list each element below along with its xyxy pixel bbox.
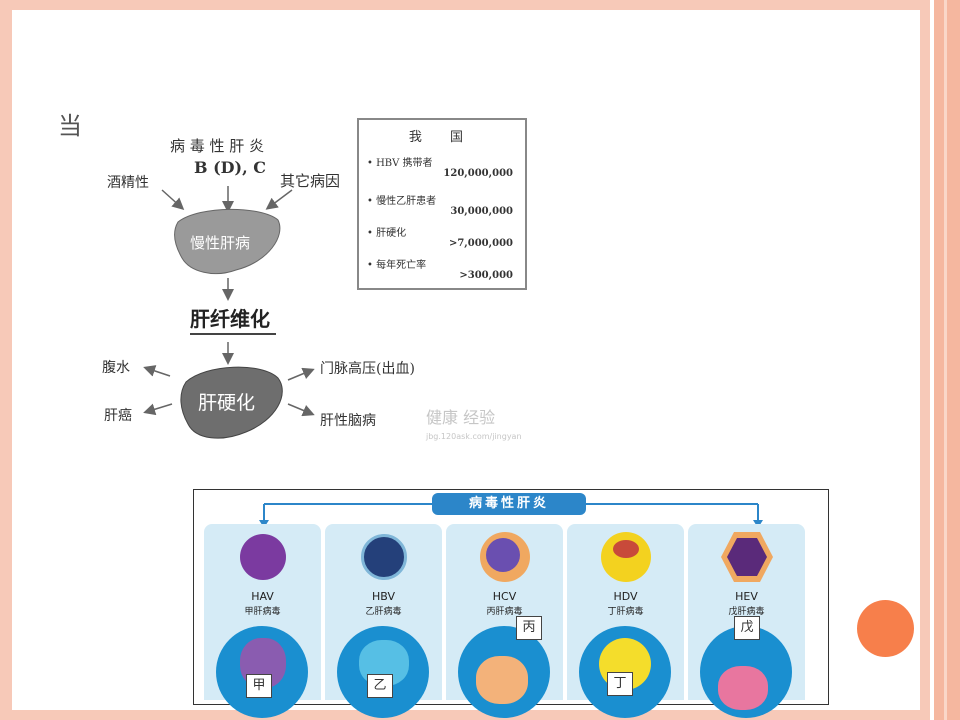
slide-border-top	[0, 0, 960, 10]
fibrosis-label: 肝纤维化	[190, 307, 270, 331]
virus-cn-name: 丙肝病毒	[486, 607, 523, 617]
hepatitis-virus-panel: 病毒性肝炎 HAV 甲肝病毒 甲 HBV 乙肝病毒 乙 HCV 丙肝病毒 丙 H…	[193, 489, 829, 718]
portal-hypertension-label: 门脉高压(出血)	[320, 361, 415, 377]
viral-hepatitis-label: 病 毒 性 肝 炎	[170, 137, 265, 155]
stat-value: >7,000,000	[448, 238, 513, 249]
stat-label: • HBV 携带者	[367, 158, 433, 169]
hev-cartoon-icon	[718, 666, 768, 710]
liver-cancer-label: 肝癌	[104, 408, 132, 424]
virus-card-hav: HAV 甲肝病毒 甲	[204, 524, 321, 718]
virus-cartoon-circle	[216, 626, 308, 718]
arrow-other-to-liver	[265, 189, 293, 210]
virus-sign: 戊	[734, 616, 760, 640]
virus-sign: 丙	[516, 616, 542, 640]
alcoholic-label: 酒精性	[107, 175, 149, 191]
virus-sign: 乙	[367, 674, 393, 698]
virus-name: HEV	[735, 590, 758, 603]
stat-value: 120,000,000	[443, 168, 513, 179]
slide-border-left	[0, 0, 12, 720]
arrow-alcohol-to-liver	[161, 189, 185, 211]
china-stats-box: 我 国 • HBV 携带者 120,000,000 • 慢性乙肝患者 30,00…	[357, 118, 527, 290]
stat-value: >300,000	[459, 270, 513, 281]
virus-card-hbv: HBV 乙肝病毒 乙	[325, 524, 442, 718]
arrow-to-portal	[287, 367, 315, 381]
virus-card-hcv: HCV 丙肝病毒 丙	[446, 524, 563, 718]
chronic-liver-label: 慢性肝病	[190, 234, 251, 252]
virus-cartoon-circle	[700, 626, 792, 718]
arrow-to-ascites	[143, 365, 171, 377]
panel-title: 病毒性肝炎	[432, 493, 586, 515]
hbv-virus-icon	[361, 534, 407, 580]
watermark-logo: 健康 经验	[426, 408, 496, 427]
ascites-label: 腹水	[102, 360, 130, 376]
virus-card-hev: HEV 戊肝病毒 戊	[688, 524, 805, 718]
orange-decoration-dot	[857, 600, 914, 657]
other-causes-label: 其它病因	[280, 172, 341, 190]
liver-chronic-shape	[174, 208, 281, 275]
hdv-core-icon	[613, 540, 639, 558]
slide-border-bottom	[0, 710, 960, 720]
virus-card-hdv: HDV 丁肝病毒 丁	[567, 524, 684, 718]
viral-types-label: B (D), C	[194, 158, 266, 177]
hcv-core-icon	[486, 538, 520, 572]
stat-label: • 每年死亡率	[367, 260, 427, 271]
stat-label: • 慢性乙肝患者	[367, 196, 437, 207]
virus-cartoon-circle	[458, 626, 550, 718]
virus-cn-name: 戊肝病毒	[728, 607, 765, 617]
cirrhosis-label: 肝硬化	[198, 392, 256, 414]
arrow-to-cancer	[143, 403, 173, 416]
watermark-url: jbg.120ask.com/jingyan	[426, 432, 522, 441]
liver-cirrhosis-shape	[180, 366, 283, 439]
virus-cn-name: 丁肝病毒	[607, 607, 644, 617]
virus-sign: 甲	[246, 674, 272, 698]
stats-title: 我 国	[408, 130, 476, 145]
arrow-to-encephalopathy	[287, 403, 315, 417]
encephalopathy-label: 肝性脑病	[320, 413, 376, 429]
right-stripe-2	[934, 0, 960, 720]
hev-virus-icon	[721, 532, 773, 582]
virus-cn-name: 乙肝病毒	[365, 607, 402, 617]
virus-name: HBV	[371, 590, 395, 603]
right-stripe-line	[944, 0, 947, 720]
right-stripe-gap	[930, 0, 934, 720]
virus-name: HAV	[251, 590, 274, 603]
stat-value: 30,000,000	[450, 206, 513, 217]
bullet-text-fragment: 当	[58, 112, 82, 140]
right-stripe-1	[920, 0, 930, 720]
hav-virus-icon	[240, 534, 286, 580]
virus-cn-name: 甲肝病毒	[244, 607, 281, 617]
stat-label: • 肝硬化	[367, 228, 407, 239]
virus-name: HCV	[492, 590, 517, 603]
virus-name: HDV	[613, 590, 638, 603]
hcv-cartoon-icon	[476, 656, 528, 704]
virus-cartoon-circle	[337, 626, 429, 718]
virus-sign: 丁	[607, 672, 633, 696]
